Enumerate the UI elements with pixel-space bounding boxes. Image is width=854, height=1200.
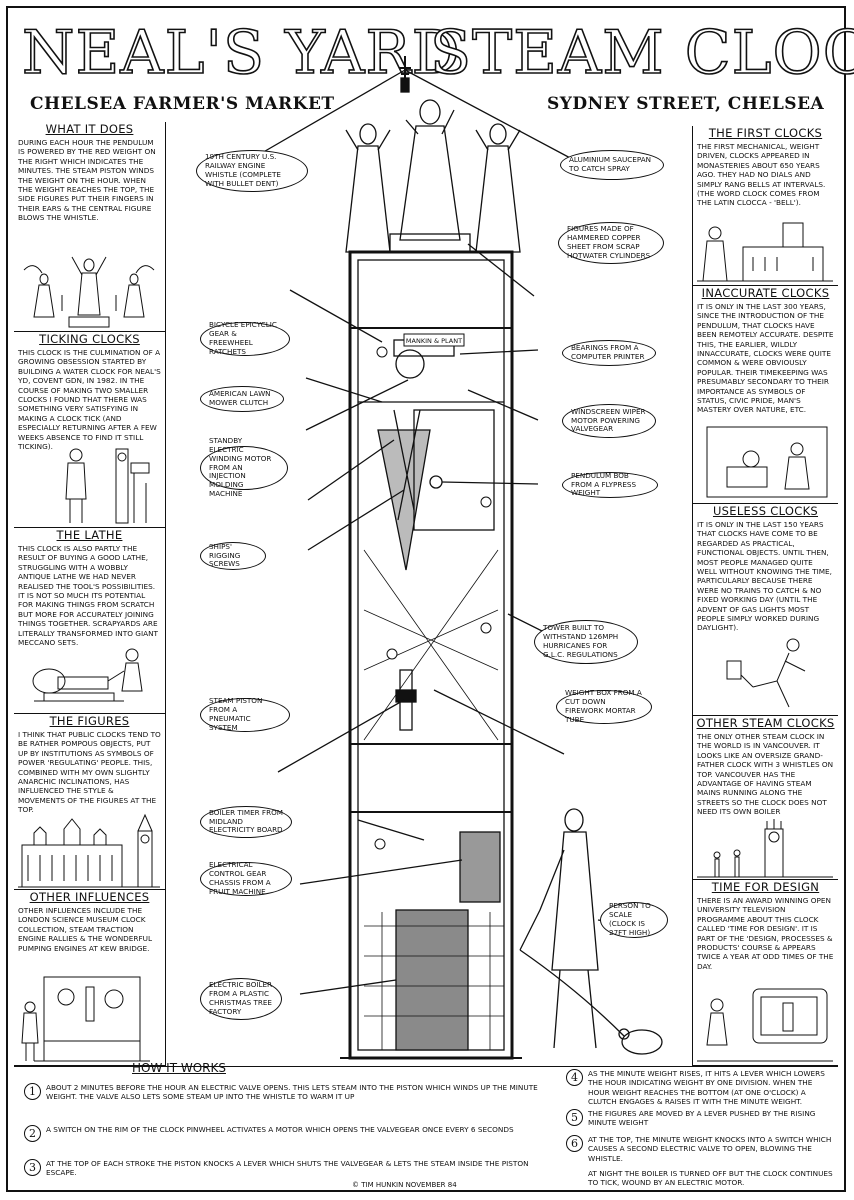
subtitle-chelsea-market: CHELSEA FARMER'S MARKET — [30, 94, 335, 114]
callout-wiper-motor: WINDSCREEN WIPER MOTOR POWERING VALVEGEA… — [562, 404, 656, 438]
callout-saucepan: ALUMINIUM SAUCEPAN TO CATCH SPRAY — [560, 150, 664, 180]
text-the-figures: I THINK THAT PUBLIC CLOCKS TEND TO BE RA… — [18, 730, 161, 815]
step-number: 6 — [566, 1135, 583, 1152]
how-it-works-section: HOW IT WORKS 1 ABOUT 2 MINUTES BEFORE TH… — [14, 1061, 838, 1191]
heading-other-influences: OTHER INFLUENCES — [29, 890, 150, 904]
panel-time-for-design: TIME FOR DESIGN THERE IS AN AWARD WINNIN… — [692, 880, 838, 1066]
step-1: 1 ABOUT 2 MINUTES BEFORE THE HOUR AN ELE… — [24, 1083, 548, 1102]
text-what-it-does: DURING EACH HOUR THE PENDULUM IS POWERED… — [18, 138, 156, 223]
panel-the-lathe: THE LATHE THIS CLOCK IS ALSO PARTLY THE … — [14, 528, 166, 714]
step-number: 3 — [24, 1159, 41, 1176]
text-other-steam-clocks: THE ONLY OTHER STEAM CLOCK IN THE WORLD … — [697, 732, 834, 817]
illustration-museum-case — [14, 967, 165, 1065]
steam-clock-drawing: MANKIN & PLANT — [168, 50, 690, 1066]
step-5: 5 THE FIGURES ARE MOVED BY A LEVER PUSHE… — [566, 1109, 834, 1128]
title-steam-clock: STEAM CLOCK — [429, 18, 854, 88]
heading-how-it-works: HOW IT WORKS — [132, 1061, 226, 1075]
text-other-influences: OTHER INFLUENCES INCLUDE THE LONDON SCIE… — [18, 906, 153, 953]
heading-other-steam-clocks: OTHER STEAM CLOCKS — [696, 716, 835, 730]
step-number: 5 — [566, 1109, 583, 1126]
heading-the-figures: THE FIGURES — [49, 714, 130, 728]
artist-credit: © TIM HUNKIN NOVEMBER 84 — [352, 1181, 457, 1189]
heading-ticking-clocks: TICKING CLOCKS — [39, 332, 140, 346]
text-the-lathe: THIS CLOCK IS ALSO PARTLY THE RESULT OF … — [18, 544, 159, 648]
callout-copper-figures: FIGURES MADE OF HAMMERED COPPER SHEET FR… — [558, 222, 664, 264]
illustration-vancouver-clock — [693, 815, 838, 879]
illustration-man-with-clocks — [14, 443, 165, 527]
heading-time-for-design: TIME FOR DESIGN — [711, 880, 820, 894]
illustration-television — [693, 975, 838, 1065]
callout-weight-box: WEIGHT BOX FROM A CUT DOWN FIREWORK MORT… — [556, 689, 652, 724]
illustration-study-room — [693, 419, 838, 503]
step-2: 2 A SWITCH ON THE RIM OF THE CLOCK PINWH… — [24, 1125, 548, 1142]
step-4: 4 AS THE MINUTE WEIGHT RISES, IT HITS A … — [566, 1069, 834, 1107]
step-text: ABOUT 2 MINUTES BEFORE THE HOUR AN ELECT… — [46, 1083, 538, 1102]
callout-tower-hurricanes: TOWER BUILT TO WITHSTAND 126MPH HURRICAN… — [534, 620, 638, 664]
title-neals-yard: NEAL'S YARD — [21, 18, 461, 88]
heading-inaccurate-clocks: INACCURATE CLOCKS — [701, 286, 830, 300]
callout-bearings: BEARINGS FROM A COMPUTER PRINTER — [562, 340, 656, 366]
callout-rigging-screws: SHIPS' RIGGING SCREWS — [200, 542, 266, 570]
heading-the-lathe: THE LATHE — [56, 528, 123, 542]
step-text: AT THE TOP OF EACH STROKE THE PISTON KNO… — [46, 1159, 529, 1178]
callout-bicycle-gear: BICYCLE EPICYCLIC GEAR & FREEWHEEL RATCH… — [200, 321, 290, 356]
panel-other-influences: OTHER INFLUENCES OTHER INFLUENCES INCLUD… — [14, 890, 166, 1066]
illustration-lathe — [14, 643, 165, 713]
callout-control-gear: ELECTRICAL CONTROL GEAR CHASSIS FROM A F… — [200, 861, 292, 896]
subtitle-sydney-street: SYDNEY STREET, CHELSEA — [547, 94, 825, 114]
text-useless-clocks: IT IS ONLY IN THE LAST 150 YEARS THAT CL… — [697, 520, 832, 633]
callout-standby-motor: STANDBY ELECTRIC WINDING MOTOR FROM AN I… — [200, 436, 288, 498]
callout-electric-boiler: ELECTRIC BOILER FROM A PLASTIC CHRISTMAS… — [200, 978, 282, 1020]
step-text: THE FIGURES ARE MOVED BY A LEVER PUSHED … — [588, 1109, 816, 1128]
text-time-for-design: THERE IS AN AWARD WINNING OPEN UNIVERSIT… — [697, 896, 834, 971]
panel-first-clocks: THE FIRST CLOCKS THE FIRST MECHANICAL, W… — [692, 126, 838, 286]
poster-frame — [6, 6, 846, 1192]
clock-nameplate: MANKIN & PLANT — [406, 337, 462, 345]
callout-boiler-timer: BOILER TIMER FROM MIDLAND ELECTRICITY BO… — [200, 806, 292, 838]
panel-the-figures: THE FIGURES I THINK THAT PUBLIC CLOCKS T… — [14, 714, 166, 890]
panel-inaccurate-clocks: INACCURATE CLOCKS IT IS ONLY IN THE LAST… — [692, 286, 838, 504]
step-text: AT THE TOP, THE MINUTE WEIGHT KNOCKS INT… — [588, 1135, 832, 1163]
panel-what-it-does: WHAT IT DOES DURING EACH HOUR THE PENDUL… — [14, 122, 166, 332]
step-number: 2 — [24, 1125, 41, 1142]
step-text: AS THE MINUTE WEIGHT RISES, IT HITS A LE… — [588, 1069, 825, 1107]
text-ticking-clocks: THIS CLOCK IS THE CULMINATION OF A GROWI… — [18, 348, 161, 452]
panel-useless-clocks: USELESS CLOCKS IT IS ONLY IN THE LAST 15… — [692, 504, 838, 716]
illustration-figures-moving — [14, 245, 165, 331]
step-6: 6 AT THE TOP, THE MINUTE WEIGHT KNOCKS I… — [566, 1135, 834, 1163]
heading-what-it-does: WHAT IT DOES — [45, 122, 134, 136]
callout-person-scale: PERSON TO SCALE (CLOCK IS 27FT HIGH) — [600, 902, 668, 938]
callout-lawnmower-clutch: AMERICAN LAWN MOWER CLUTCH — [200, 386, 284, 412]
text-first-clocks: THE FIRST MECHANICAL, WEIGHT DRIVEN, CLO… — [697, 142, 826, 208]
callout-railway-whistle: 19TH CENTURY U.S. RAILWAY ENGINE WHISTLE… — [196, 150, 308, 192]
step-3: 3 AT THE TOP OF EACH STROKE THE PISTON K… — [24, 1159, 548, 1178]
illustration-parliament — [14, 811, 165, 889]
illustration-monastery — [693, 217, 838, 285]
panel-other-steam-clocks: OTHER STEAM CLOCKS THE ONLY OTHER STEAM … — [692, 716, 838, 880]
step-text: A SWITCH ON THE RIM OF THE CLOCK PINWHEE… — [46, 1125, 514, 1134]
callout-pendulum-bob: PENDULUM BOB FROM A FLYPRESS WEIGHT — [562, 471, 658, 498]
illustration-running-man — [693, 631, 838, 715]
night-note: AT NIGHT THE BOILER IS TURNED OFF BUT TH… — [588, 1169, 833, 1188]
panel-ticking-clocks: TICKING CLOCKS THIS CLOCK IS THE CULMINA… — [14, 332, 166, 528]
text-inaccurate-clocks: IT IS ONLY IN THE LAST 300 YEARS, SINCE … — [697, 302, 834, 415]
callout-steam-piston: STEAM PISTON FROM A PNEUMATIC SYSTEM — [200, 697, 290, 732]
step-number: 1 — [24, 1083, 41, 1100]
heading-first-clocks: THE FIRST CLOCKS — [708, 126, 823, 140]
step-number: 4 — [566, 1069, 583, 1086]
heading-useless-clocks: USELESS CLOCKS — [712, 504, 819, 518]
